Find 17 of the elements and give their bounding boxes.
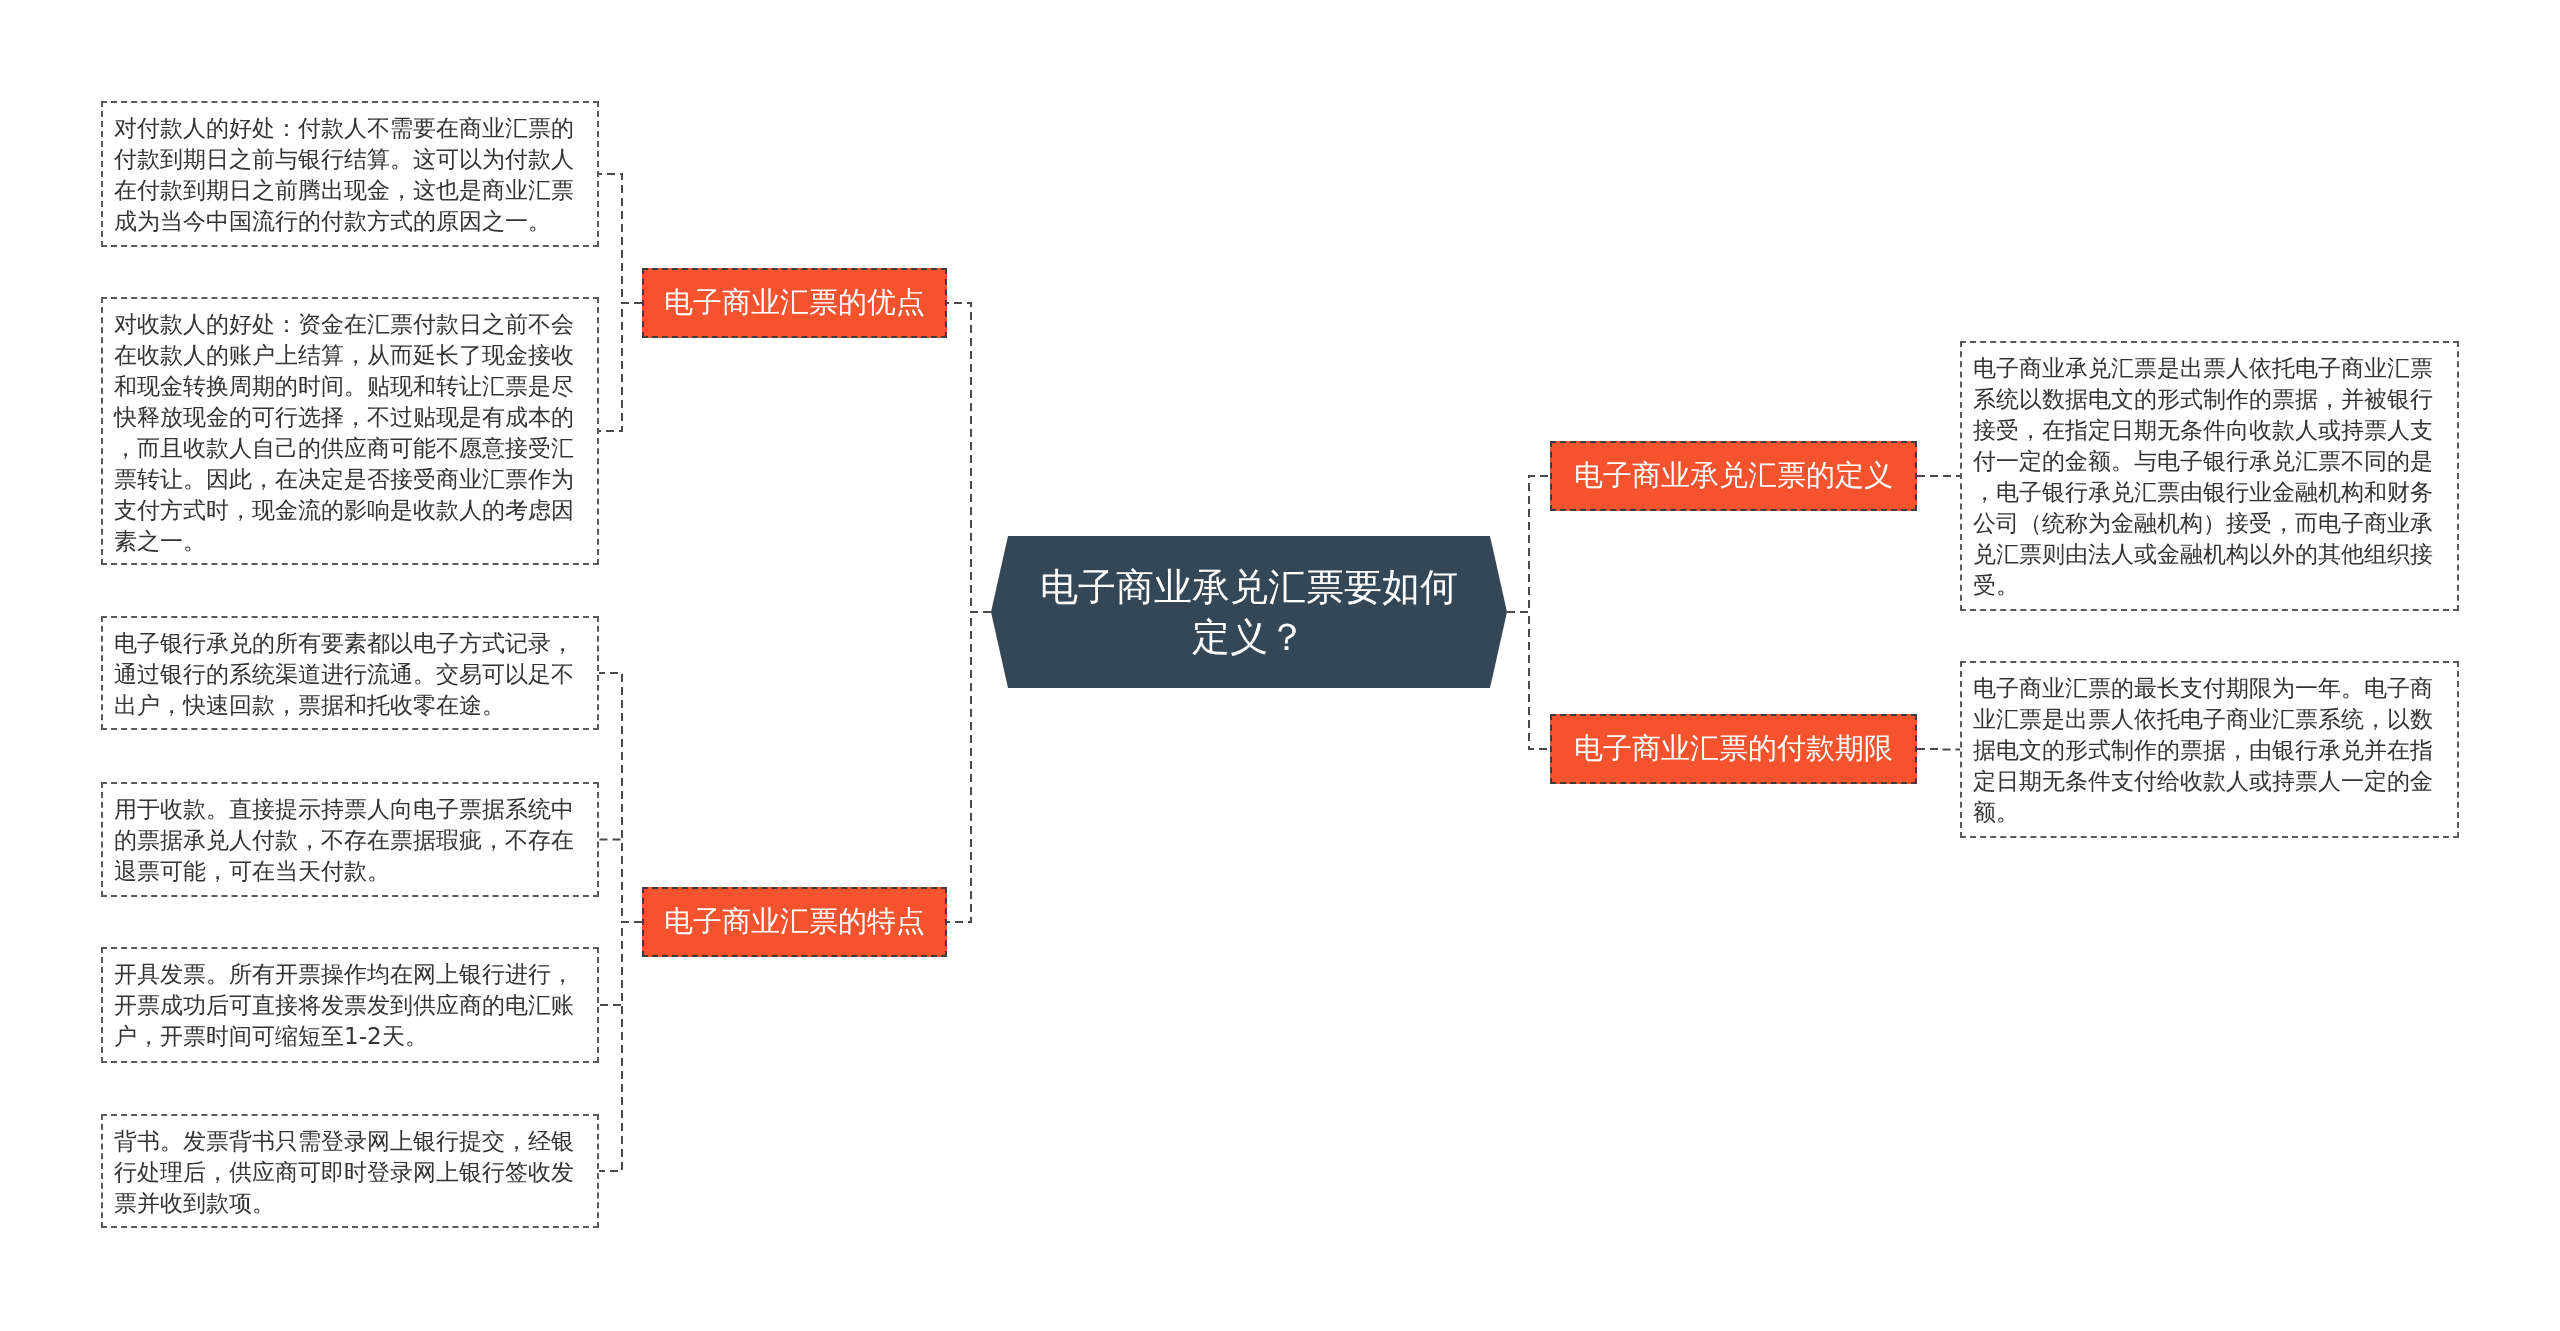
branch-topic: 电子商业汇票的特点 [642, 887, 947, 957]
connector-line [946, 611, 992, 923]
detail-note: 用于收款。直接提示持票人向电子票据系统中的票据承兑人付款，不存在票据瑕疵，不存在退票可能，可在当天付款。 [101, 782, 599, 897]
detail-note: 对付款人的好处：付款人不需要在商业汇票的付款到期日之前与银行结算。这可以为付款人在付款到期日之前腾出现金，这也是商业汇票成为当今中国流行的付款方式的原因之一。 [101, 101, 599, 247]
connector-line [1916, 475, 1961, 477]
central-topic: 电子商业承兑汇票要如何定义？ [991, 536, 1507, 688]
branch-topic: 电子商业承兑汇票的定义 [1550, 441, 1917, 511]
branch-topic: 电子商业汇票的付款期限 [1550, 714, 1917, 784]
connector-line [1916, 748, 1961, 751]
detail-note: 背书。发票背书只需登录网上银行提交，经银行处理后，供应商可即时登录网上银行签收发票并收到款项。 [101, 1114, 599, 1228]
detail-note: 电子商业汇票的最长支付期限为一年。电子商业汇票是出票人依托电子商业汇票系统，以数据电文的形式制作的票据，由银行承兑并在指定日期无条件支付给收款人或持票人一定的金额。 [1960, 661, 2459, 838]
detail-note: 对收款人的好处：资金在汇票付款日之前不会在收款人的账户上结算，从而延长了现金接收和现金转换周期的时间。贴现和转让汇票是尽快释放现金的可行选择，不过贴现是有成本的，而且收款人自己的供应商可能不愿意接受汇票转让。因此，在决定是否接受商业汇票作为支付方式时，现金流的影响是收款人的考虑因素之一。 [101, 297, 599, 565]
branch-topic: 电子商业汇票的优点 [642, 268, 947, 338]
detail-note: 电子银行承兑的所有要素都以电子方式记录，通过银行的系统渠道进行流通。交易可以足不出户，快速回款，票据和托收零在途。 [101, 616, 599, 730]
detail-note: 开具发票。所有开票操作均在网上银行进行，开票成功后可直接将发票发到供应商的电汇账户，开票时间可缩短至1-2天。 [101, 947, 599, 1063]
connector-line [598, 921, 643, 1172]
detail-note: 电子商业承兑汇票是出票人依托电子商业汇票系统以数据电文的形式制作的票据，并被银行接受，在指定日期无条件向收款人或持票人支付一定的金额。与电子银行承兑汇票不同的是，电子银行承兑汇票由银行业金融机构和财务公司（统称为金融机构）接受，而电子商业承兑汇票则由法人或金融机构以外的其他组织接受。 [1960, 341, 2459, 611]
